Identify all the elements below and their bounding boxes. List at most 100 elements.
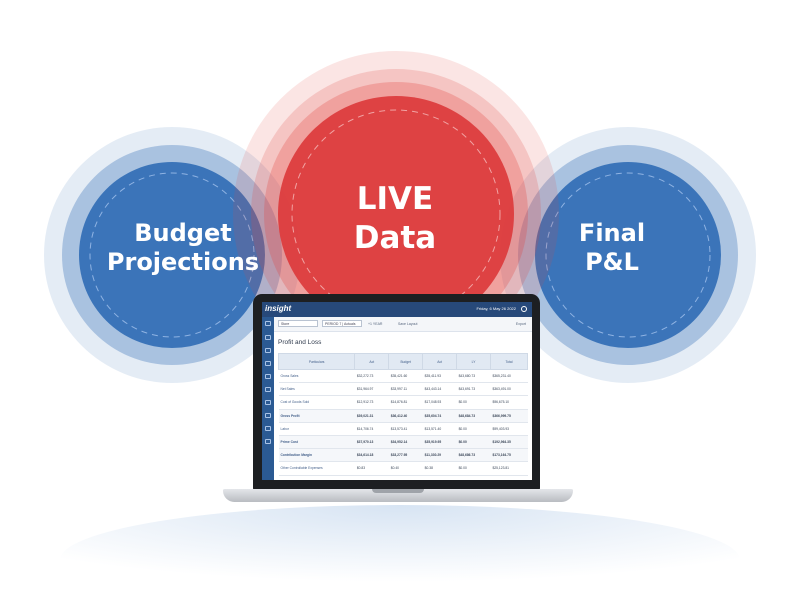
table-row[interactable]: Gross Sales$32,272.73$35,421.60$35,411.9… <box>278 369 528 384</box>
budget-line-2: Projections <box>106 248 260 277</box>
row-value: $363,491.00 <box>490 382 528 397</box>
row-value: $48,684.73 <box>456 409 491 423</box>
table-row[interactable]: Cost of Goods Sold$12,912.73$14,876.81$1… <box>278 395 528 410</box>
live-line-2: Data <box>353 219 437 256</box>
row-label: Cost of Goods Sold <box>278 395 355 410</box>
period-select[interactable]: PERIOD 7 | Actuals <box>322 320 362 327</box>
bubble-left <box>44 127 300 383</box>
save-layout-button[interactable]: Save Layout <box>398 322 418 326</box>
table-row[interactable]: Gross Profit$39,021.31$36,412.40$35,604.… <box>278 409 528 423</box>
laptop-base <box>223 489 573 502</box>
row-label: Net Sales <box>278 382 355 397</box>
row-value: $43,680.73 <box>456 369 491 384</box>
dashed-ring-left <box>89 172 255 338</box>
calendar-icon[interactable] <box>265 374 271 379</box>
live-line-1: LIVE <box>356 181 434 217</box>
final-pl-label: Final P&L <box>552 219 672 278</box>
row-value: $36,412.40 <box>388 409 423 423</box>
row-value: $43,691.73 <box>456 382 491 397</box>
dashed-ring-right <box>545 172 711 338</box>
row-value: $12,912.73 <box>354 395 389 410</box>
laptop-notch <box>372 489 424 493</box>
floor-shadow <box>60 505 740 600</box>
chart-icon[interactable] <box>265 361 271 366</box>
table-row[interactable]: Prime Cost$37,970.13$34,952.14$35,919.95… <box>278 435 528 450</box>
row-label: Labor <box>278 422 355 436</box>
row-value: $0.00 <box>456 422 491 436</box>
bubble-right <box>500 127 756 383</box>
user-icon[interactable] <box>521 306 527 312</box>
table-row[interactable]: Net Sales$31,964.97$33,997.11$43,443.14$… <box>278 382 528 397</box>
row-value: $33,277.95 <box>388 448 423 463</box>
column-header[interactable]: Budget <box>388 353 424 370</box>
reports-icon[interactable] <box>265 348 271 353</box>
row-label: Prime Cost <box>278 435 355 450</box>
row-value: $17,048.93 <box>422 395 457 410</box>
dashed-ring-center <box>291 109 501 319</box>
row-value: $0.40 <box>388 461 423 476</box>
row-value: $35,421.60 <box>388 369 423 384</box>
row-value: $99,403.93 <box>490 422 528 436</box>
row-value: $365,231.40 <box>490 369 528 384</box>
table-row[interactable]: Labor$14,706.74$13,573.41$13,571.40$0.00… <box>278 422 528 436</box>
row-value: $33,997.11 <box>388 382 423 397</box>
row-value: $366,999.75 <box>490 409 528 423</box>
app-sidebar <box>262 317 274 480</box>
export-button[interactable]: Export <box>515 322 526 326</box>
row-value: $13,573.41 <box>388 422 423 436</box>
live-data-label: LIVE Data <box>320 180 470 258</box>
laptop-screen: insight Friday, 6 May 26 2022 Store PERI… <box>262 302 532 480</box>
labor-icon[interactable] <box>265 387 271 392</box>
column-header[interactable]: Total <box>490 353 528 370</box>
row-label: Other Controllable Expenses <box>278 461 355 476</box>
row-value: $13,571.40 <box>422 422 457 436</box>
row-value: $34,614.18 <box>354 448 389 463</box>
dashboard-icon[interactable] <box>265 335 271 340</box>
menu-icon[interactable] <box>265 321 271 326</box>
row-value: $35,411.93 <box>422 369 457 384</box>
row-value: $14,706.74 <box>354 422 389 436</box>
row-value: $34,952.14 <box>388 435 423 450</box>
row-value: $35,604.74 <box>422 409 457 423</box>
row-value: $35,919.95 <box>422 435 457 450</box>
app-logo[interactable]: insight <box>265 304 292 313</box>
report-title: Profit and Loss <box>278 339 322 346</box>
current-date: Friday, 6 May 26 2022 <box>476 306 516 311</box>
settings-icon[interactable] <box>265 439 271 444</box>
table-row[interactable]: Contribution Margin$34,614.18$33,277.95$… <box>278 448 528 463</box>
row-value: $11,330.29 <box>422 448 457 463</box>
column-header[interactable]: Act <box>422 353 458 370</box>
row-value: $43,443.14 <box>422 382 457 397</box>
table-row[interactable]: Other Controllable Expenses$0.83$0.40$0.… <box>278 461 528 476</box>
row-value: $32,272.73 <box>354 369 389 384</box>
row-value: $25,123.81 <box>490 461 528 476</box>
row-value: $96,675.10 <box>490 395 528 410</box>
row-value: $0.00 <box>456 435 491 450</box>
add-comparison-button[interactable]: +1 YEAR <box>368 322 383 326</box>
store-select[interactable]: Store <box>278 320 318 327</box>
row-value: $0.00 <box>456 395 491 410</box>
final-line-2: P&L <box>585 248 639 277</box>
row-label: Contribution Margin <box>278 448 355 463</box>
row-value: $14,876.81 <box>388 395 423 410</box>
row-value: $37,970.13 <box>354 435 389 450</box>
document-icon[interactable] <box>265 413 271 418</box>
column-header[interactable]: Particulars <box>277 353 356 370</box>
row-value: $192,964.35 <box>490 435 528 450</box>
column-header[interactable]: Act <box>354 353 390 370</box>
filter-bar: Store PERIOD 7 | Actuals +1 YEAR Save La… <box>274 317 532 332</box>
row-value: $0.83 <box>354 461 389 476</box>
final-line-1: Final <box>578 219 646 247</box>
row-value: $173,164.75 <box>490 448 528 463</box>
budget-projections-label: Budget Projections <box>88 219 278 278</box>
tools-icon[interactable] <box>265 400 271 405</box>
row-label: Gross Profit <box>278 409 355 423</box>
row-label: Gross Sales <box>278 369 355 384</box>
users-icon[interactable] <box>265 426 271 431</box>
column-header[interactable]: LY <box>456 353 492 370</box>
row-value: $48,686.73 <box>456 448 491 463</box>
row-value: $39,021.31 <box>354 409 389 423</box>
row-value: $0.38 <box>422 461 457 476</box>
